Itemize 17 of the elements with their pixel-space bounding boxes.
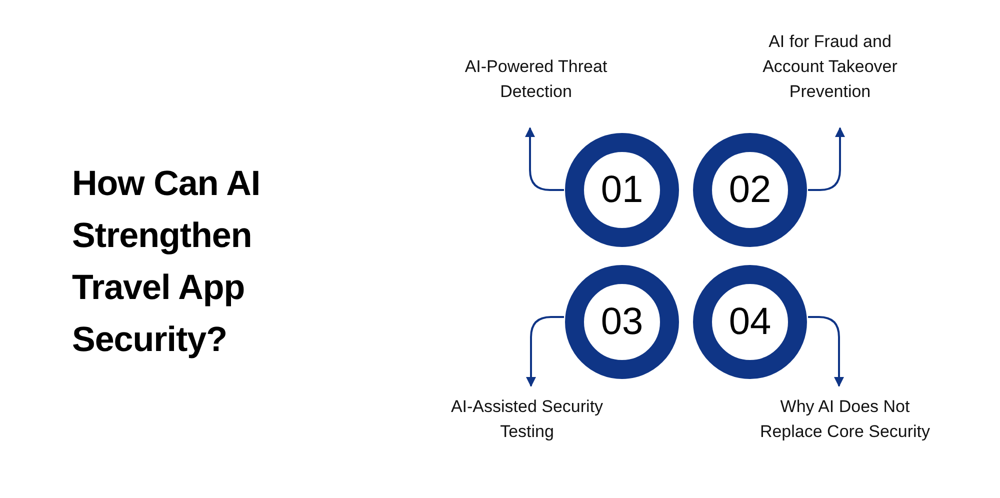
arrow (808, 316, 844, 387)
number-ring (692, 132, 808, 248)
diagram-title: How Can AI Strengthen Travel App Security? (72, 163, 262, 361)
arrow (808, 127, 845, 191)
arrow (526, 316, 564, 387)
step-label: AI-Powered Threat Detection (464, 56, 608, 103)
step-number: 03 (600, 300, 644, 344)
step-number: 04 (728, 300, 772, 344)
number-ring (564, 132, 680, 248)
step-label: AI-Assisted Security Testing (450, 396, 604, 443)
number-ring (564, 264, 680, 380)
step-number: 01 (600, 168, 644, 212)
arrow (525, 127, 564, 191)
number-ring (692, 264, 808, 380)
step-label: AI for Fraud and Account Takeover Prevention (762, 31, 898, 103)
step-number: 02 (728, 168, 772, 212)
step-label: Why AI Does Not Replace Core Security (758, 396, 932, 443)
